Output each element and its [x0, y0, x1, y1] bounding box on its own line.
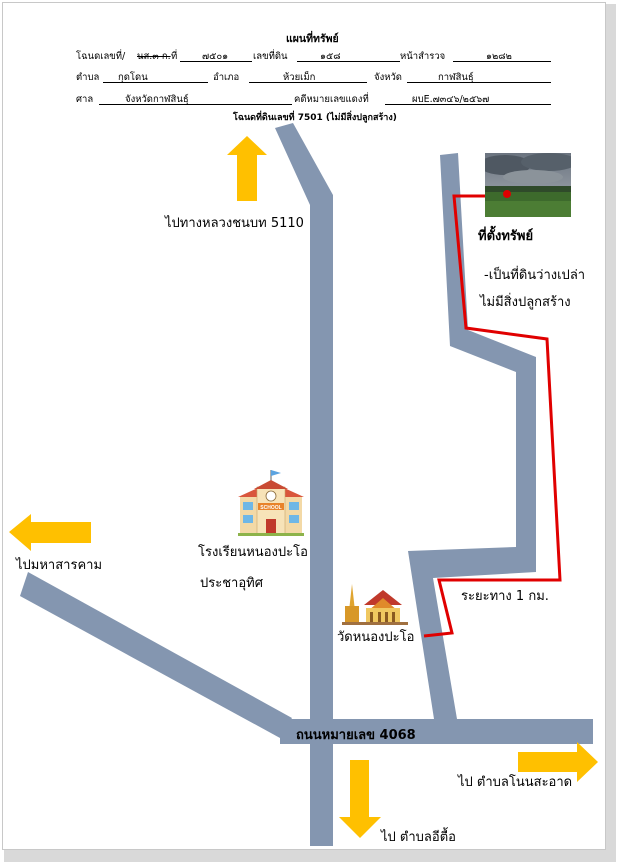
property-photo [485, 153, 571, 217]
arrow-left-icon [9, 514, 91, 551]
page-shadow-bottom [4, 848, 616, 862]
label-road-4068: ถนนหมายเลข 4068 [296, 728, 416, 743]
label-distance: ระยะทาง 1 กม. [461, 589, 549, 604]
district-value: ห้วยเม็ก [283, 72, 316, 83]
school-sign-text: SCHOOL [260, 505, 281, 511]
district-underline [249, 82, 367, 83]
case-label: คดีหมายเลขแดงที่ [294, 94, 369, 105]
case-underline [385, 104, 551, 105]
court-value: จังหวัดกาฬสินธุ์ [125, 94, 189, 105]
label-to-mahasarakham: ไปมหาสารคาม [16, 558, 103, 573]
temple-icon [342, 584, 408, 625]
survey-underline [453, 61, 551, 62]
road-to-mahasarakham [20, 572, 292, 738]
case-value: ผบE.๗๓๔๖/๒๕๖๗ [412, 94, 490, 105]
subdistrict-label: ตำบล [76, 72, 100, 83]
label-school-line1: โรงเรียนหนองปะโอ [198, 545, 308, 560]
road-to-property [408, 153, 536, 719]
no-value: ๗๕๐๑ [202, 51, 229, 62]
label-to-nonsaat: ไป ตำบลโนนสะอาด [458, 775, 573, 790]
land-no-value: ๑๕๘ [320, 51, 341, 62]
main-road-north-south [275, 123, 333, 846]
label-empty-land-line2: ไม่มีสิ่งปลูกสร้าง [480, 295, 571, 310]
survey-value: ๑๒๘๒ [486, 51, 512, 62]
no-underline [180, 61, 252, 62]
label-to-itue: ไป ตำบลอีตื้อ [381, 830, 456, 845]
no-label: ที่ [171, 51, 178, 62]
label-school-line2: ประชาอุทิศ [200, 576, 263, 591]
page-subtitle: โฉนดที่ดินเลขที่ 7501 (ไม่มีสิ่งปลูกสร้า… [233, 113, 397, 123]
arrow-right-icon [518, 742, 598, 782]
page-title: แผนที่ทรัพย์ [286, 33, 339, 45]
province-label: จังหวัด [374, 72, 402, 83]
property-photo-image [485, 153, 571, 217]
label-to-highway: ไปทางหลวงชนบท 5110 [165, 216, 304, 231]
land-no-label: เลขที่ดิน [253, 51, 288, 62]
court-underline [99, 104, 292, 105]
arrow-down-icon [339, 760, 381, 838]
road-network [20, 123, 593, 846]
arrow-up-icon [227, 136, 267, 201]
road-4068 [280, 719, 593, 744]
district-label: อำเภอ [213, 72, 240, 83]
court-label: ศาล [76, 94, 94, 105]
subdistrict-value: กุดโดน [118, 72, 148, 83]
province-value: กาฬสินธุ์ [438, 72, 474, 83]
survey-label: หน้าสำรวจ [400, 51, 446, 62]
page-shadow-right [604, 4, 616, 860]
school-icon [238, 470, 304, 536]
label-property-location: ที่ตั้งทรัพย์ [478, 229, 534, 244]
land-no-underline [297, 61, 400, 62]
route-line [423, 194, 562, 638]
label-temple: วัดหนองปะโอ [337, 630, 415, 645]
label-empty-land-line1: -เป็นที่ดินว่างเปล่า [484, 268, 586, 283]
subdistrict-underline [103, 82, 208, 83]
deed-label: โฉนดเลขที่/ [76, 51, 126, 62]
province-underline [407, 82, 551, 83]
deed-struck-text: นส.๓ ก. [137, 51, 171, 62]
